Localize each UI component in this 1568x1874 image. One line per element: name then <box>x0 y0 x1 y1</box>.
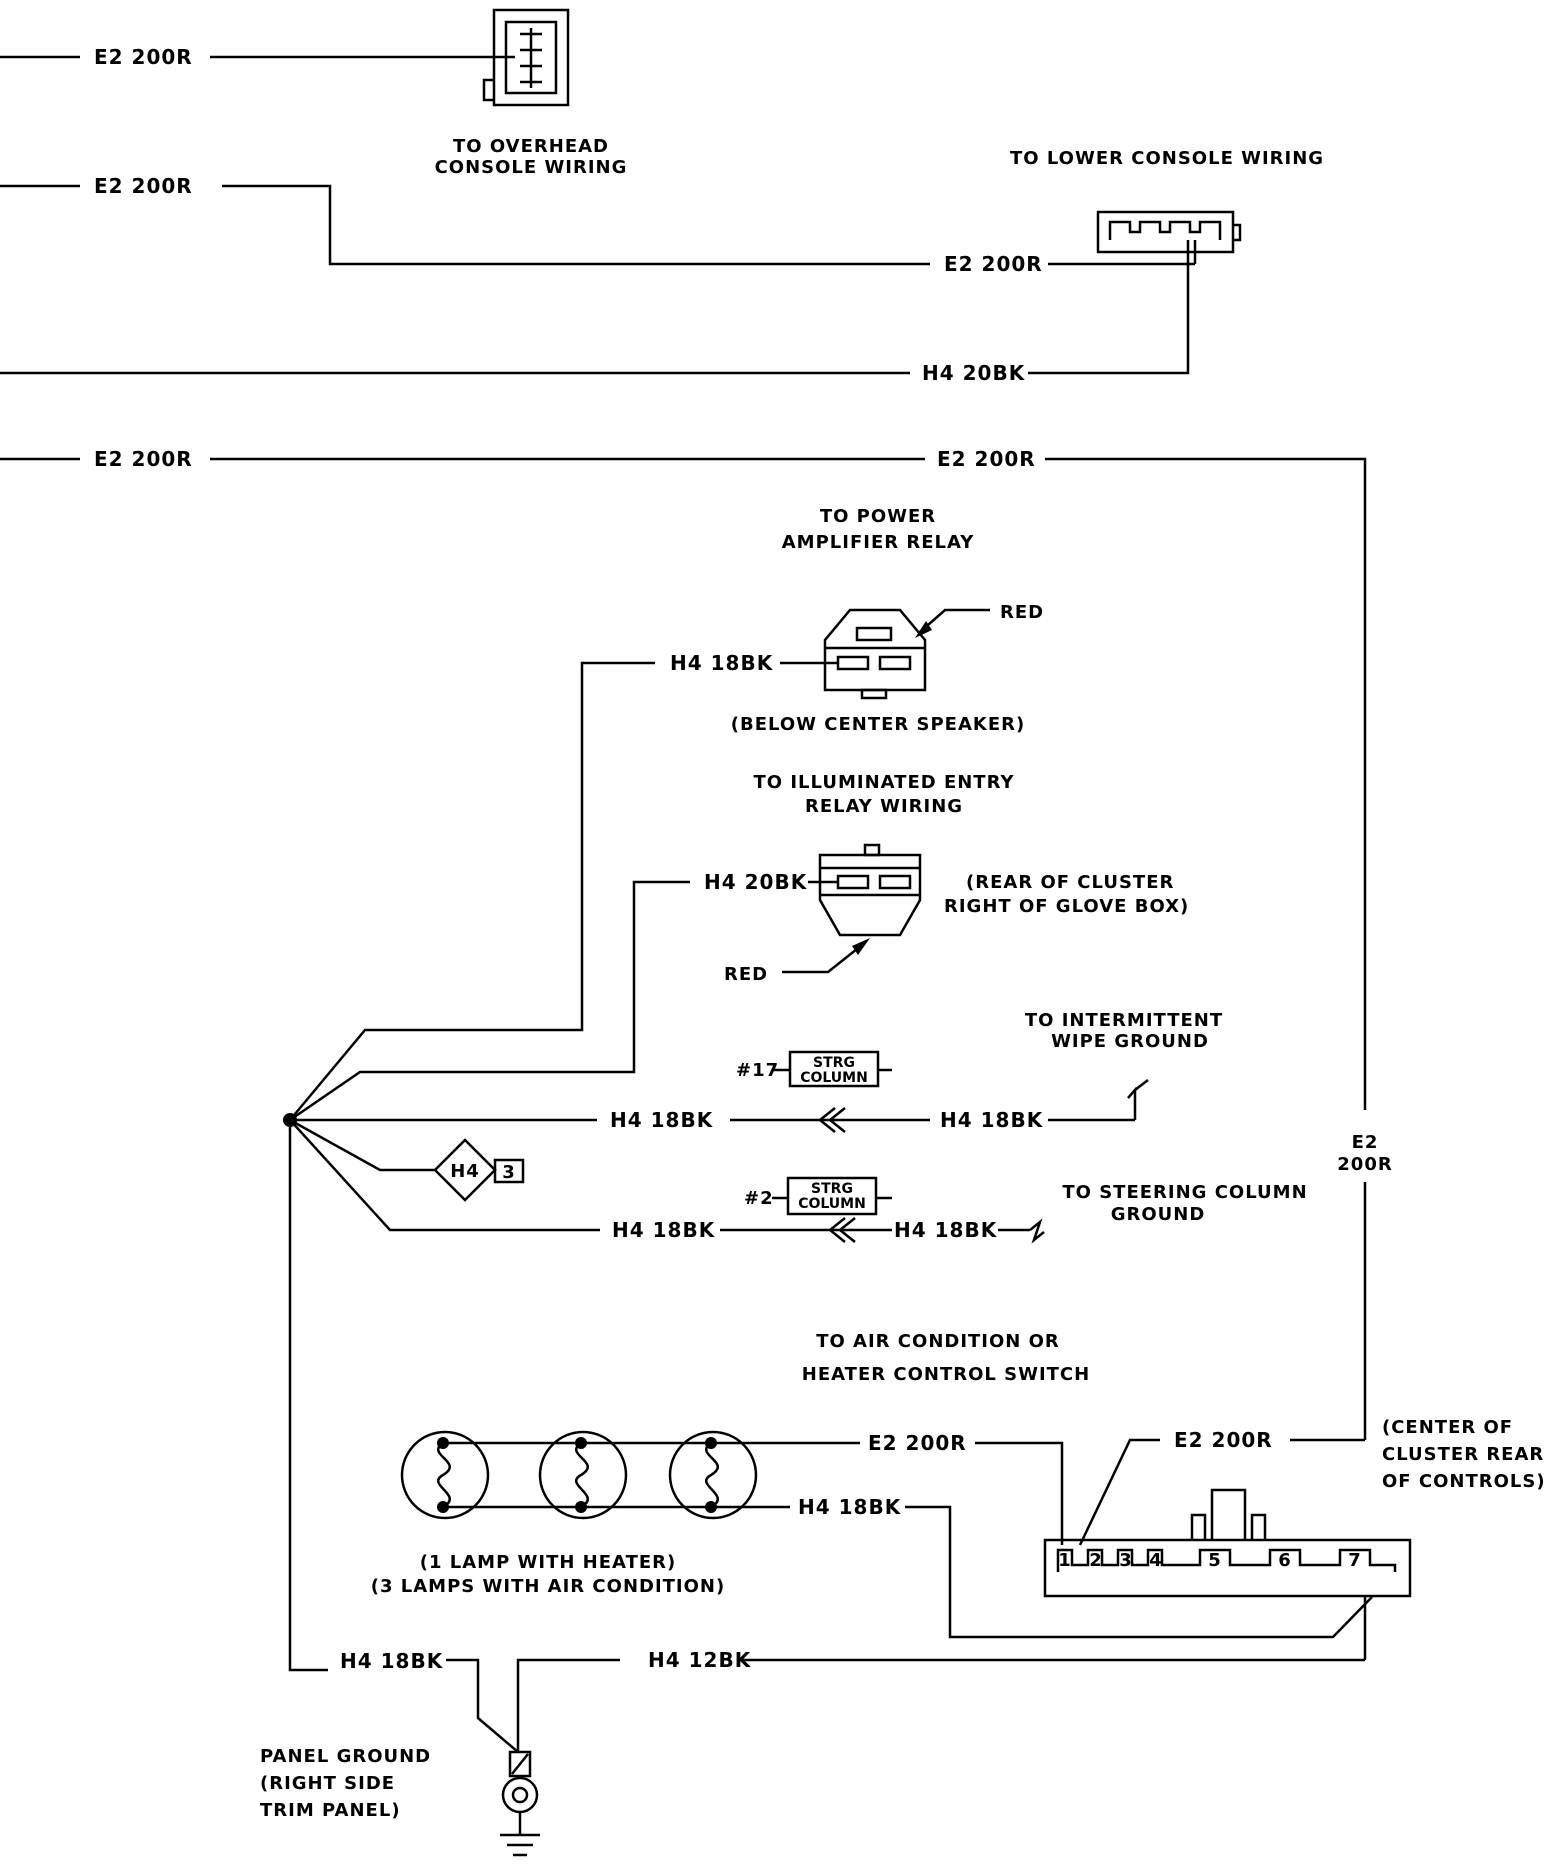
steering-ground-label-2: GROUND <box>1111 1204 1206 1225</box>
center-cluster-label-1: (CENTER OF <box>1382 1417 1513 1438</box>
wire-label-h4-steering-1: H4 18BK <box>612 1218 716 1242</box>
strg-17-text-1: STRG <box>813 1055 855 1071</box>
strg-column-2: #2 STRG COLUMN <box>744 1176 892 1216</box>
wire-label-e2-overhead: E2 200R <box>94 45 193 69</box>
strg-17-label: #17 <box>736 1060 779 1081</box>
lamp-2 <box>538 1430 628 1520</box>
switch-pin-1: 1 <box>1058 1550 1072 1571</box>
strg-2-text-1: STRG <box>811 1181 853 1197</box>
illuminated-entry-red-label: RED <box>724 964 768 985</box>
wire-label-h4-12bk: H4 12BK <box>648 1648 752 1672</box>
ac-heater-label-1: TO AIR CONDITION OR <box>816 1331 1060 1352</box>
wire-e2-overhead: E2 200R <box>0 45 515 69</box>
panel-ground-label-2: (RIGHT SIDE <box>260 1773 395 1794</box>
illuminated-entry-connector <box>818 843 922 937</box>
wire-e2-lamps: E2 200R <box>443 1431 1064 1545</box>
wire-label-e2-vertical-2: 200R <box>1337 1154 1392 1175</box>
center-cluster-label-2: CLUSTER REAR <box>1382 1444 1544 1465</box>
switch-pin-7: 7 <box>1348 1550 1362 1571</box>
lower-console-label: TO LOWER CONSOLE WIRING <box>1010 148 1324 169</box>
overhead-console-connector <box>482 8 570 107</box>
splice-3-label: 3 <box>502 1162 516 1183</box>
wire-h4-ground: H4 18BK H4 12BK <box>340 1597 1367 1753</box>
ac-heater-label-2: HEATER CONTROL SWITCH <box>802 1364 1090 1385</box>
intermittent-wipe-label-2: WIPE GROUND <box>1051 1031 1209 1052</box>
center-cluster-label-3: OF CONTROLS) <box>1382 1471 1546 1492</box>
wire-e2-right-run: E2 200R E2 200R E2 200R <box>0 447 1392 1442</box>
wire-h4-lower-console: H4 20BK <box>0 240 1190 385</box>
rear-cluster-label-2: RIGHT OF GLOVE BOX) <box>944 896 1189 917</box>
illuminated-entry-red-leader: RED <box>724 938 870 985</box>
overhead-console-label-1: TO OVERHEAD <box>453 136 609 157</box>
ac-heater-switch-connector: 1 2 3 4 5 6 7 <box>1043 1488 1412 1598</box>
switch-pin-2: 2 <box>1089 1550 1103 1571</box>
strg-2-text-2: COLUMN <box>798 1196 866 1212</box>
wire-h4-power-amp: H4 18BK <box>289 651 838 1121</box>
wire-label-e2-switch: E2 200R <box>1174 1428 1273 1452</box>
strg-column-17: #17 STRG COLUMN <box>736 1050 892 1088</box>
wire-e2-lower-console: E2 200R E2 200R <box>0 174 1197 276</box>
illuminated-entry-label-1: TO ILLUMINATED ENTRY <box>754 772 1015 793</box>
wire-label-h4-intermittent-2: H4 18BK <box>940 1108 1044 1132</box>
wire-label-e2-vertical-1: E2 <box>1352 1132 1379 1153</box>
wire-h4-illuminated-entry: H4 20BK <box>289 870 838 1122</box>
wire-label-e2-lamps: E2 200R <box>868 1431 967 1455</box>
wire-h4-lamps: H4 18BK <box>443 1495 1373 1639</box>
lamps-label-2: (3 LAMPS WITH AIR CONDITION) <box>371 1576 725 1597</box>
intermittent-wipe-label-1: TO INTERMITTENT <box>1025 1010 1223 1031</box>
wire-label-h4-lamps: H4 18BK <box>798 1495 902 1519</box>
power-amp-red-label: RED <box>1000 602 1044 623</box>
lamp-3 <box>668 1430 758 1520</box>
wire-label-h4-steering-2: H4 18BK <box>894 1218 998 1242</box>
switch-pin-4: 4 <box>1149 1550 1163 1571</box>
strg-17-text-2: COLUMN <box>800 1070 868 1086</box>
lamp-1 <box>400 1430 490 1520</box>
illuminated-entry-label-2: RELAY WIRING <box>805 796 963 817</box>
panel-ground-label-1: PANEL GROUND <box>260 1746 431 1767</box>
splice-h4-label: H4 <box>450 1161 480 1182</box>
wire-label-e2-right-2: E2 200R <box>937 447 1036 471</box>
power-amp-relay-connector <box>823 608 927 700</box>
panel-ground-symbol <box>500 1750 540 1857</box>
lower-console-connector <box>1096 210 1242 254</box>
switch-pin-3: 3 <box>1119 1550 1133 1571</box>
ground-trunk-wire <box>288 1120 328 1672</box>
wire-label-e2-lower-1: E2 200R <box>94 174 193 198</box>
wire-label-h4-power-amp: H4 18BK <box>670 651 774 675</box>
wire-label-h4-20bk-entry: H4 20BK <box>704 870 808 894</box>
switch-pin-5: 5 <box>1208 1550 1222 1571</box>
overhead-console-label-2: CONSOLE WIRING <box>435 157 628 178</box>
panel-ground-label-3: TRIM PANEL) <box>260 1800 401 1821</box>
wire-label-e2-lower-2: E2 200R <box>944 252 1043 276</box>
power-amp-red-leader: RED <box>915 602 1044 638</box>
steering-ground-label-1: TO STEERING COLUMN <box>1062 1182 1307 1203</box>
wire-h4-intermittent: H4 18BK H4 18BK <box>290 1079 1149 1133</box>
wire-label-h4-20bk-top: H4 20BK <box>922 361 1026 385</box>
rear-cluster-label-1: (REAR OF CLUSTER <box>966 872 1174 893</box>
power-amp-label-2: AMPLIFIER RELAY <box>782 532 975 553</box>
wire-e2-pin1 <box>1078 1438 1160 1546</box>
power-amp-label-1: TO POWER <box>820 506 936 527</box>
lamps-label-1: (1 LAMP WITH HEATER) <box>420 1552 677 1573</box>
wire-label-h4-ground: H4 18BK <box>340 1649 444 1673</box>
strg-2-label: #2 <box>744 1188 774 1209</box>
below-center-speaker-label: (BELOW CENTER SPEAKER) <box>731 714 1025 735</box>
wire-h4-steering-ground: H4 18BK H4 18BK <box>289 1119 1045 1244</box>
splice-h4-3: H4 3 <box>289 1118 525 1202</box>
wire-label-h4-intermittent-1: H4 18BK <box>610 1108 714 1132</box>
switch-pin-6: 6 <box>1278 1550 1292 1571</box>
wire-label-e2-right-1: E2 200R <box>94 447 193 471</box>
